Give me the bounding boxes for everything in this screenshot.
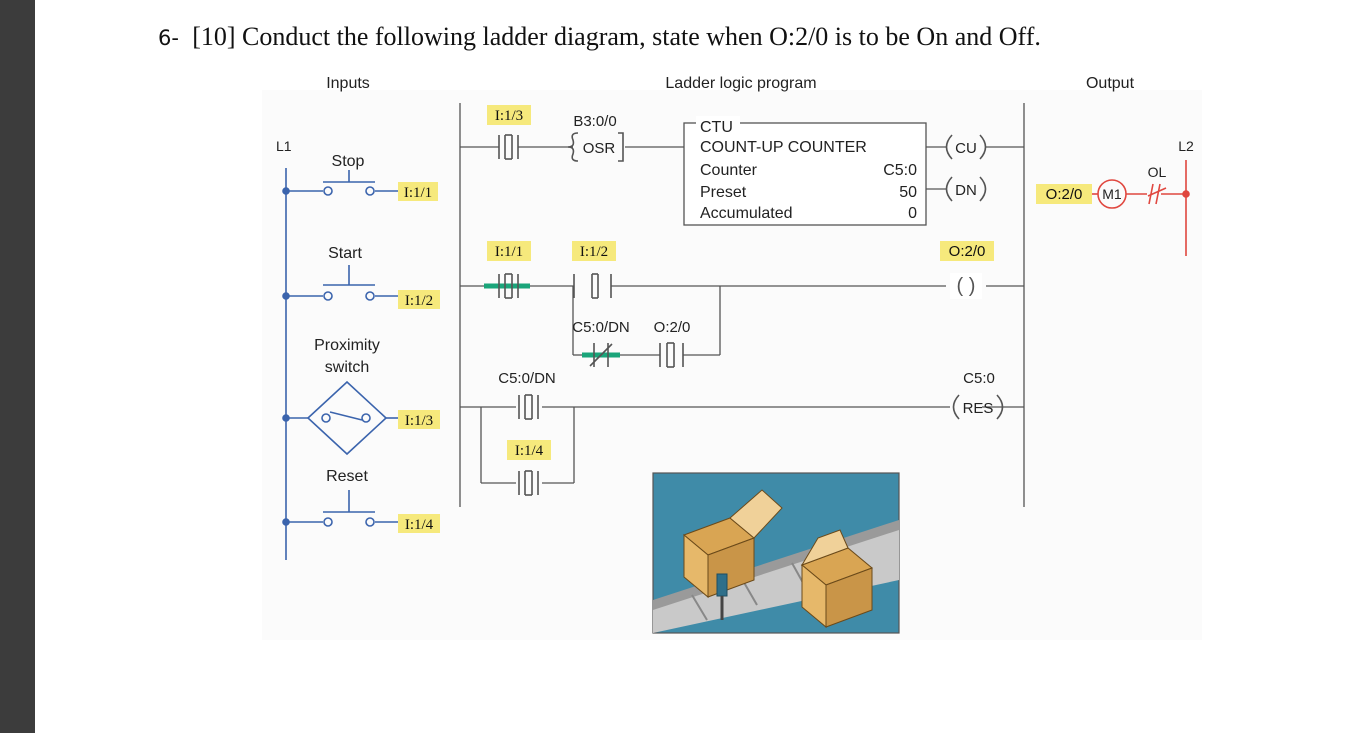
ctu-preset-label: Preset [700, 184, 747, 201]
motor-label: M1 [1102, 186, 1122, 202]
rung-1 [460, 146, 1024, 190]
start-address-highlight [398, 290, 440, 309]
rung1-contact-address: I:1/3 [495, 108, 523, 124]
rung2-contact2-highlight [572, 241, 616, 261]
dn-coil-label: DN [955, 182, 977, 199]
proximity-label-line2: switch [325, 359, 369, 376]
proximity-address-highlight [398, 410, 440, 429]
rung2-contact1-highlight [487, 241, 531, 261]
osr-label: OSR [583, 140, 616, 157]
rung1-contact-i13 [498, 134, 519, 160]
question-heading: 6- [10] Conduct the following ladder dia… [158, 21, 1041, 52]
proximity-label: Proximity [314, 337, 380, 354]
reset-address-highlight [398, 514, 440, 533]
osr-address: B3:0/0 [573, 113, 616, 130]
res-coil-address: C5:0 [963, 370, 995, 387]
header-inputs: Inputs [326, 75, 370, 92]
rung3-contact-c50dn [518, 394, 539, 420]
rung2-coil-highlight [940, 241, 994, 261]
question-text: [10] Conduct the following ladder diagra… [192, 22, 1041, 51]
proximity-switch [282, 380, 398, 456]
question-number: 6- [158, 26, 179, 50]
stop-pushbutton [282, 170, 398, 196]
rung2-coil-address: O:2/0 [949, 243, 986, 260]
output-wiring [1092, 179, 1190, 209]
ladder-diagram: Inputs Ladder logic program Output L1 St… [262, 75, 1202, 640]
stop-address: I:1/1 [404, 185, 432, 201]
stop-label: Stop [332, 153, 365, 170]
window-left-edge [0, 0, 35, 733]
rung2-output-coil: ( ) [957, 275, 976, 297]
rung1-contact-highlight [487, 105, 531, 125]
ctu-title-gap [696, 116, 740, 130]
ctu-block [683, 122, 927, 226]
ctu-accum-value: 0 [908, 205, 917, 222]
stop-address-highlight [398, 182, 438, 201]
start-label: Start [328, 245, 362, 262]
rail-l2-label: L2 [1178, 138, 1194, 154]
ctu-counter-label: Counter [700, 162, 758, 179]
dn-coil [945, 176, 987, 202]
cu-coil-label: CU [955, 140, 977, 157]
rung2-contact-i12 [573, 273, 612, 299]
ctu-name: COUNT-UP COUNTER [700, 139, 867, 156]
branch-contact1-address: C5:0/DN [572, 319, 630, 336]
output-address-highlight [1036, 184, 1092, 204]
rung2-contact-i11 [498, 273, 519, 299]
cu-coil [945, 134, 987, 160]
ctu-preset-value: 50 [899, 184, 917, 201]
proximity-address: I:1/3 [405, 413, 433, 429]
start-pushbutton [282, 265, 398, 301]
ctu-accum-label: Accumulated [700, 205, 793, 222]
rung2-contact2-address: I:1/2 [580, 244, 608, 260]
rung3-contact1-address: C5:0/DN [498, 370, 556, 387]
rung3-contact2-address: I:1/4 [515, 443, 544, 459]
output-address: O:2/0 [1046, 186, 1083, 203]
ctu-title: CTU [700, 119, 733, 136]
branch-nc-contact-c50dn [589, 343, 613, 367]
rung2-coil-bg [950, 273, 982, 299]
res-coil [952, 394, 1004, 420]
rung-2 [460, 285, 1024, 356]
rung3-contact-i14 [518, 470, 539, 496]
reset-pushbutton [282, 490, 398, 527]
overload-label: OL [1148, 164, 1167, 180]
branch-contact-o20 [659, 342, 684, 368]
start-address: I:1/2 [405, 293, 433, 309]
rung2-contact1-address: I:1/1 [495, 244, 523, 260]
osr-instruction [567, 132, 624, 162]
rung3-contact2-highlight [507, 440, 551, 460]
branch-contact2-address: O:2/0 [654, 319, 691, 336]
res-coil-label: RES [963, 400, 994, 417]
header-output: Output [1086, 75, 1135, 92]
rail-l1-label: L1 [276, 138, 292, 154]
header-ladder: Ladder logic program [665, 75, 816, 92]
ctu-counter-value: C5:0 [883, 162, 917, 179]
conveyor-illustration [652, 472, 900, 634]
reset-address: I:1/4 [405, 517, 434, 533]
reset-label: Reset [326, 468, 368, 485]
